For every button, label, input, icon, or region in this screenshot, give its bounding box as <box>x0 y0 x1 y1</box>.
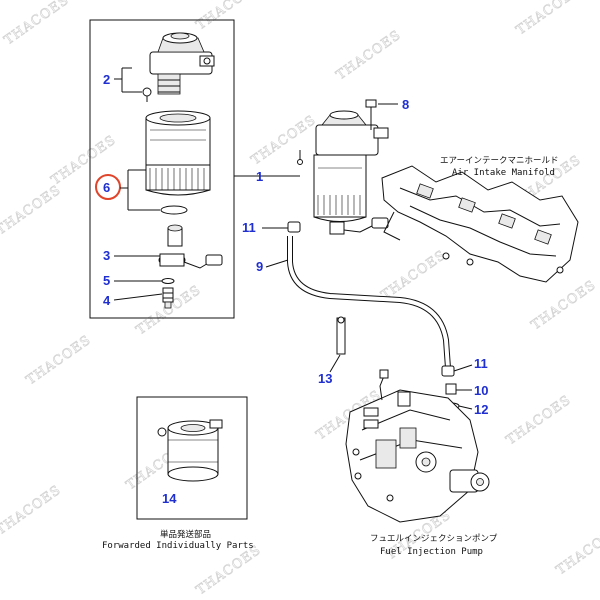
water-sensor <box>158 224 223 269</box>
callout-8: 8 <box>402 97 409 112</box>
callout-4: 4 <box>103 293 111 308</box>
forwarded-label-en: Forwarded Individually Parts <box>102 541 254 551</box>
watermark: THACOES <box>2 0 72 48</box>
callout-2: 2 <box>103 72 110 87</box>
detail-frame <box>89 19 235 319</box>
part-14 <box>157 419 223 482</box>
o-ring <box>160 205 188 215</box>
watermark: THACOES <box>24 333 94 389</box>
callout-11-lower-leader <box>453 364 473 372</box>
callout-11-upper: 11 <box>242 220 256 235</box>
drain-plug <box>162 287 174 309</box>
forwarded-label-jp: 単品発送部品 <box>160 529 211 540</box>
callout-11-lower: 11 <box>474 356 488 371</box>
callout-9-leader <box>265 259 289 268</box>
callout-12-leader <box>458 405 473 410</box>
watermark: THACOES <box>194 0 264 33</box>
callout-13: 13 <box>318 371 332 386</box>
filter-cartridge <box>145 110 211 196</box>
watermark: THACOES <box>504 393 574 449</box>
watermark: THACOES <box>194 543 264 599</box>
watermark: THACOES <box>554 523 600 579</box>
highlight-ring <box>95 174 121 200</box>
fuel-pump-label-jp: フュエルインジェクションポンプ <box>370 534 498 544</box>
fuel-filter-assembly <box>297 110 389 235</box>
fuel-pump-label-en: Fuel Injection Pump <box>380 547 483 557</box>
callout-13-leader <box>329 354 341 373</box>
callout-2-leader <box>114 67 142 93</box>
watermark: THACOES <box>379 248 449 304</box>
hose-bracket <box>336 316 346 355</box>
hose-clip-lower <box>441 365 455 377</box>
fuel-injection-pump <box>345 369 490 523</box>
banjo-bolt <box>445 383 457 395</box>
watermark: THACOES <box>334 28 404 84</box>
washer <box>161 278 175 284</box>
air-intake-manifold <box>381 165 579 283</box>
callout-5: 5 <box>103 273 110 288</box>
callout-6-leader <box>120 169 160 211</box>
air-intake-label-en: Air Intake Manifold <box>452 168 555 178</box>
callout-3: 3 <box>103 248 110 263</box>
hose-clip <box>287 221 301 233</box>
fuel-hose <box>287 236 451 369</box>
watermark: THACOES <box>0 183 64 239</box>
callout-9: 9 <box>256 259 263 274</box>
watermark: THACOES <box>249 113 319 169</box>
forwarded-parts-frame <box>136 396 248 520</box>
callout-14: 14 <box>162 491 177 506</box>
callout-12: 12 <box>474 402 488 417</box>
watermark: THACOES <box>529 278 599 334</box>
callout-4-leader <box>113 293 163 301</box>
air-intake-label-jp: エアーインテークマニホールド <box>440 156 559 166</box>
callout-1: 1 <box>256 169 263 184</box>
filter-head <box>142 32 215 102</box>
watermark: THACOES <box>0 483 64 539</box>
callout-10: 10 <box>474 383 488 398</box>
watermark: THACOES <box>514 0 584 38</box>
callout-6: 6 <box>103 180 110 195</box>
bolt <box>365 99 377 130</box>
